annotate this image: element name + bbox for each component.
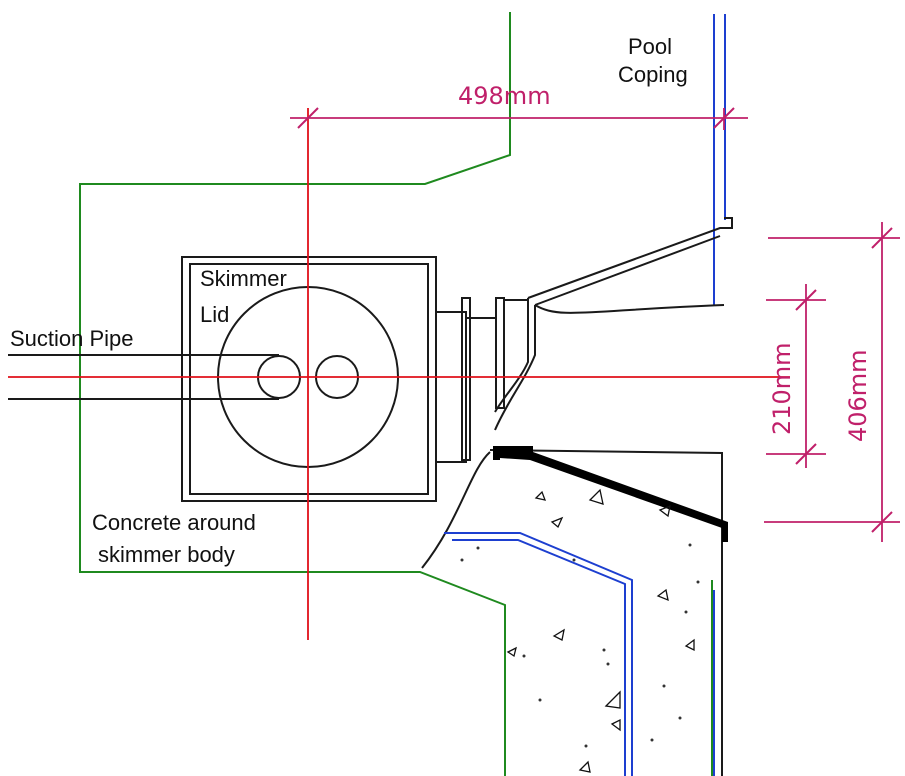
center-lines <box>8 108 790 640</box>
dimension-498 <box>290 107 748 130</box>
concrete-label-line2: skimmer body <box>98 542 235 567</box>
water-line <box>444 14 726 776</box>
concrete-surround-outline <box>79 12 713 776</box>
dimension-498-label: 498mm <box>458 82 551 110</box>
skimmer-throat <box>435 217 733 463</box>
concrete-label-line1: Concrete around <box>92 510 256 535</box>
coping-bar <box>493 446 728 542</box>
dimension-406 <box>764 222 900 542</box>
dimension-210-label: 210mm <box>768 342 796 435</box>
concrete-aggregate <box>460 488 700 773</box>
pool-coping-label-line1: Pool <box>628 34 672 59</box>
skimmer-lid-label-line1: Skimmer <box>200 266 287 291</box>
suction-pipe-label: Suction Pipe <box>10 326 134 351</box>
dimension-210 <box>766 284 826 468</box>
skimmer-lid-label-line2: Lid <box>200 302 229 327</box>
dimension-406-label: 406mm <box>844 349 872 442</box>
pool-coping-label-line2: Coping <box>618 62 688 87</box>
pool-wall-outline <box>421 449 723 776</box>
suction-pipe <box>8 354 279 400</box>
